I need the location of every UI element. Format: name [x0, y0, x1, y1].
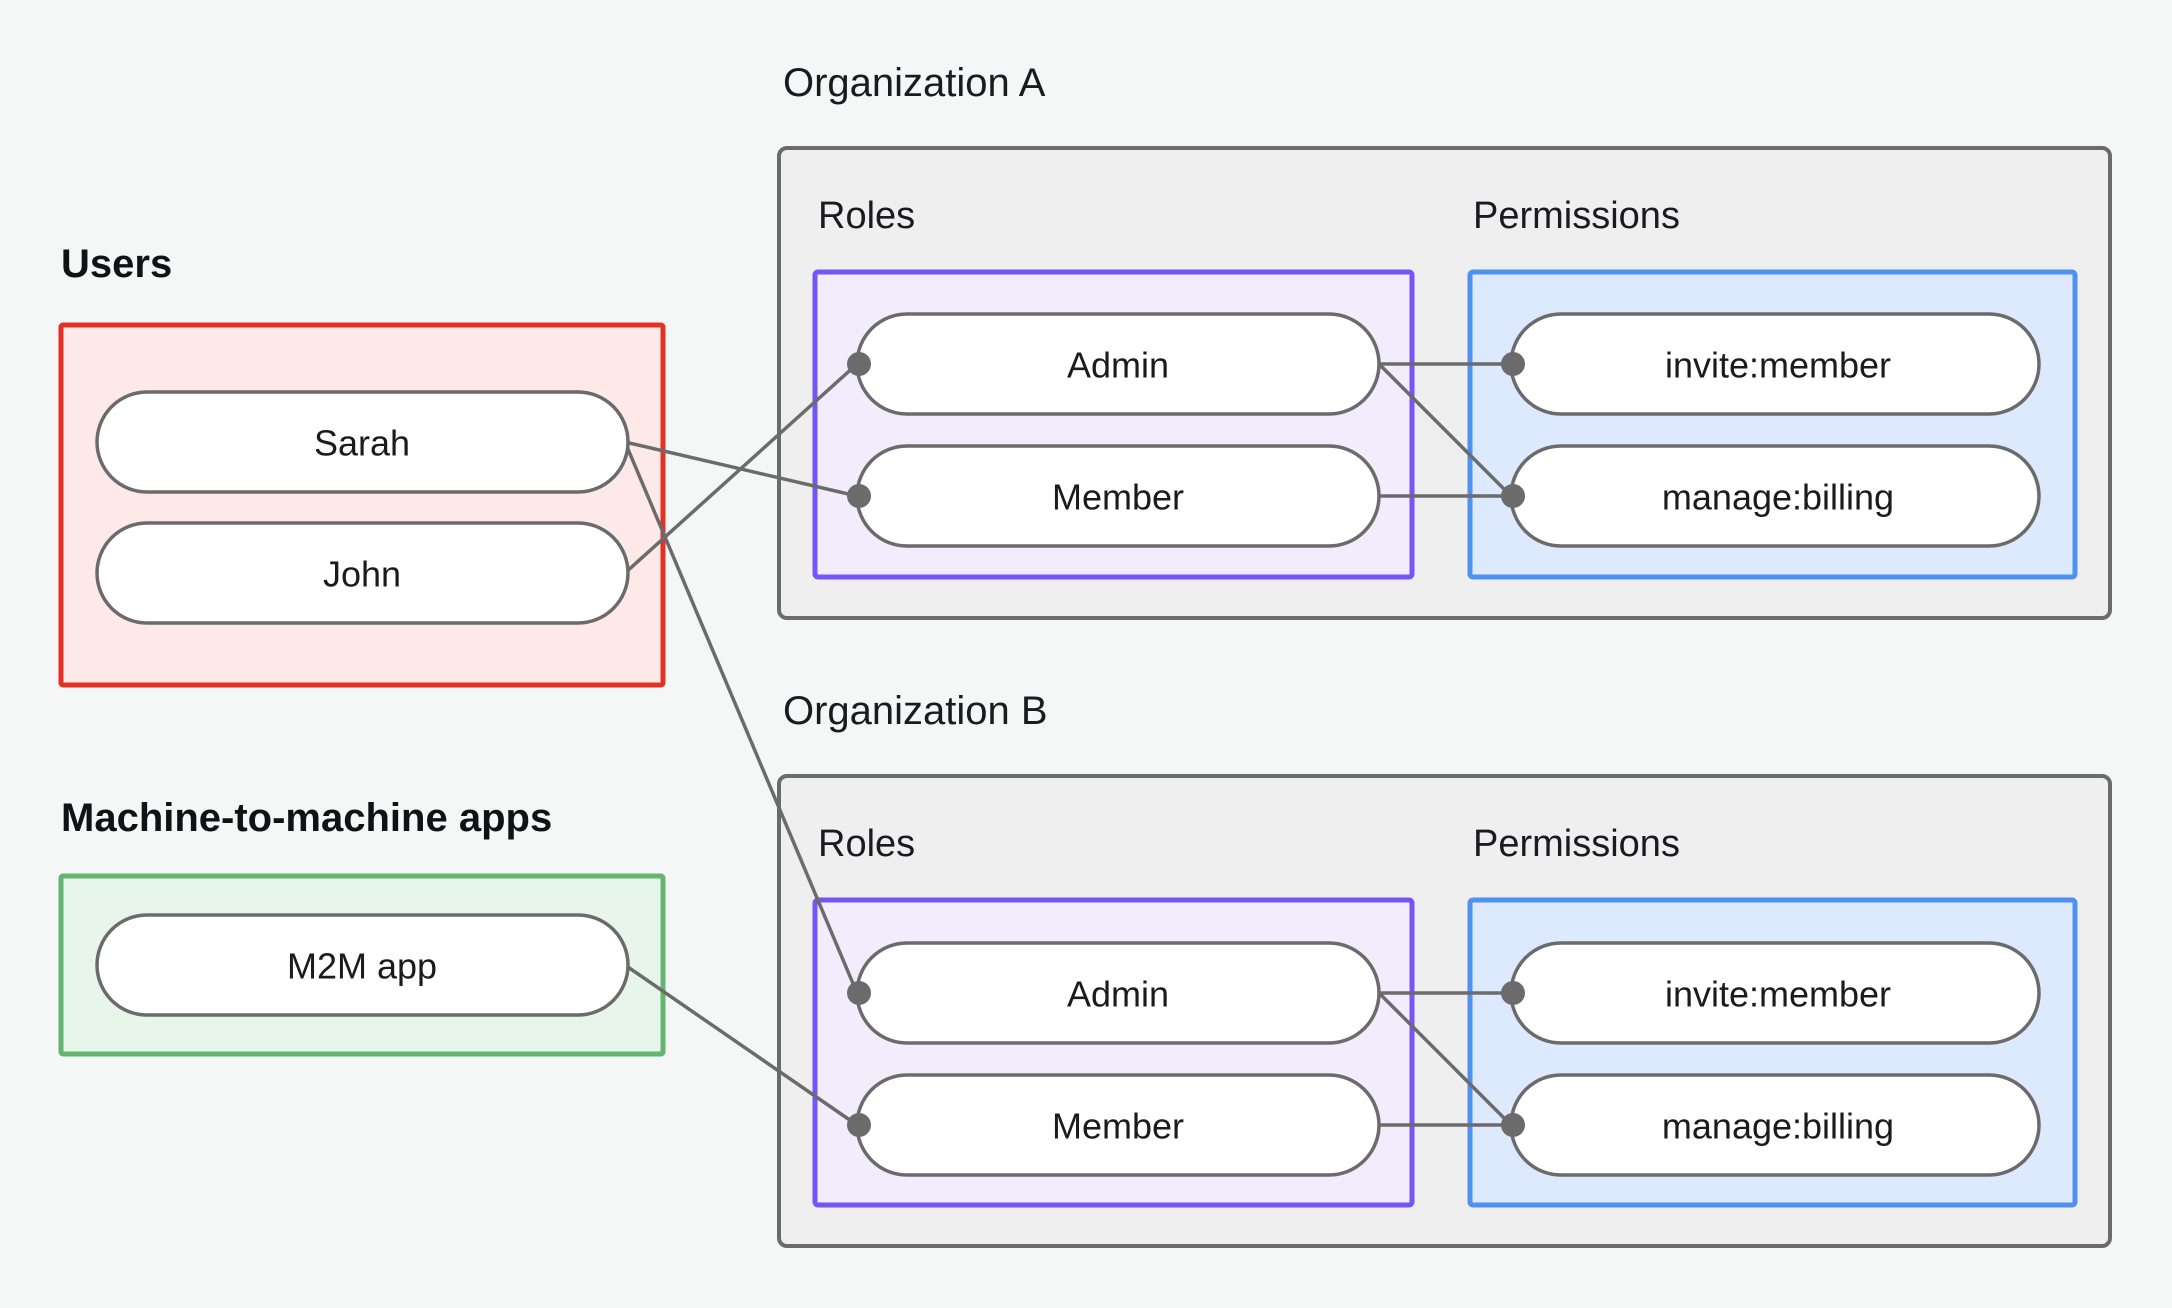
node-org-a-manage-billing[interactable]: manage:billing: [1509, 444, 2041, 548]
edge-org-b-admin-to-manage-billing: [1377, 991, 1513, 1127]
node-org-b-manage-billing[interactable]: manage:billing: [1509, 1073, 2041, 1177]
edge-john-to-org-a-admin: [623, 362, 859, 575]
endpoint-dot-org-a-invite-left: [1501, 352, 1525, 376]
edge-m2m-to-org-b-member: [624, 963, 858, 1127]
m2m-group-title: Machine-to-machine apps: [61, 796, 552, 840]
node-m2m-app[interactable]: M2M app: [95, 913, 630, 1017]
node-org-b-invite-member[interactable]: invite:member: [1509, 941, 2041, 1045]
node-john-label: John: [323, 554, 401, 595]
node-john-shape[interactable]: [95, 521, 630, 625]
org-a-permissions-title: Permissions: [1473, 195, 1680, 237]
edge-sarah-to-org-b-admin: [623, 441, 859, 994]
node-org-b-admin[interactable]: Admin: [855, 941, 1381, 1045]
users-container: [58, 322, 666, 688]
node-sarah-label: Sarah: [314, 423, 410, 464]
node-org-a-member[interactable]: Member: [855, 444, 1381, 548]
org-b-roles-title: Roles: [818, 823, 915, 865]
node-org-a-admin[interactable]: Admin: [855, 312, 1381, 416]
node-org-b-manage-billing-label: manage:billing: [1662, 1106, 1894, 1147]
org-b-title: Organization B: [783, 689, 1048, 733]
org-a-title: Organization A: [783, 61, 1046, 105]
node-m2m-app-label: M2M app: [287, 946, 437, 987]
node-org-b-member[interactable]: Member: [855, 1073, 1381, 1177]
users-group-title: Users: [61, 242, 172, 286]
node-org-a-manage-billing-label: manage:billing: [1662, 477, 1894, 518]
endpoint-dot-org-b-admin-left: [847, 981, 871, 1005]
node-org-a-invite-member-label: invite:member: [1665, 345, 1891, 386]
endpoint-dot-org-b-billing-left: [1501, 1113, 1525, 1137]
org-a-roles-title: Roles: [818, 195, 915, 237]
edge-endpoint-dots: [847, 352, 1525, 1137]
endpoint-dot-org-b-invite-left: [1501, 981, 1525, 1005]
endpoint-dot-org-a-admin-left: [847, 352, 871, 376]
node-m2m-app-shape[interactable]: [95, 913, 630, 1017]
node-org-a-invite-member[interactable]: invite:member: [1509, 312, 2041, 416]
node-org-a-member-label: Member: [1052, 477, 1184, 518]
node-org-b-member-label: Member: [1052, 1106, 1184, 1147]
node-john[interactable]: John: [95, 521, 630, 625]
node-sarah[interactable]: Sarah: [95, 390, 630, 494]
node-org-b-admin-label: Admin: [1067, 974, 1169, 1015]
node-org-a-admin-label: Admin: [1067, 345, 1169, 386]
endpoint-dot-org-a-billing-left: [1501, 484, 1525, 508]
node-sarah-shape[interactable]: [95, 390, 630, 494]
edge-org-a-admin-to-manage-billing: [1377, 362, 1513, 498]
edge-layer: [623, 362, 1513, 1127]
users-box: [58, 322, 666, 688]
node-org-b-invite-member-label: invite:member: [1665, 974, 1891, 1015]
endpoint-dot-org-b-member-left: [847, 1113, 871, 1137]
endpoint-dot-org-a-member-left: [847, 484, 871, 508]
org-b-permissions-title: Permissions: [1473, 823, 1680, 865]
